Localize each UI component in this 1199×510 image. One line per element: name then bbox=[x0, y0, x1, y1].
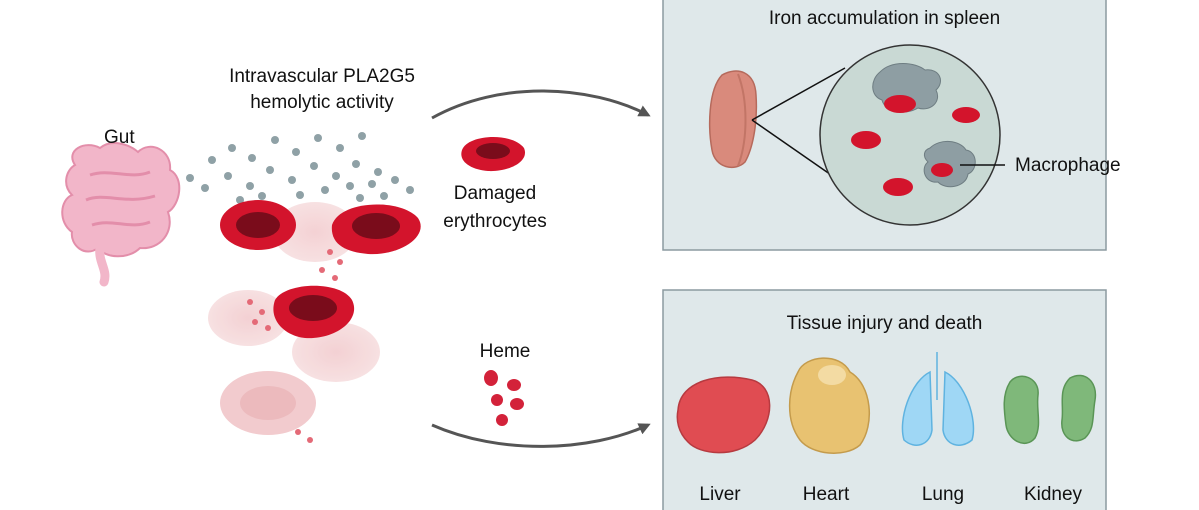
organ-label-kidney: Kidney bbox=[1023, 484, 1083, 505]
pla2g5-particle bbox=[368, 180, 376, 188]
pla2g5-particle bbox=[258, 192, 266, 200]
arrow-to-spleen bbox=[431, 89, 651, 120]
pla2g5-particle bbox=[391, 176, 399, 184]
spleen-panel-title: Iron accumulation in spleen bbox=[768, 8, 1001, 29]
kidney-illustration bbox=[1003, 374, 1097, 444]
damaged-label-line1: Damaged bbox=[453, 183, 537, 204]
pla2g5-particle bbox=[224, 172, 232, 180]
pla2g5-particle bbox=[352, 160, 360, 168]
spleen-illustration bbox=[708, 70, 758, 169]
pla2g5-particle bbox=[406, 186, 414, 194]
rbc-fragment bbox=[247, 299, 253, 305]
pla2g5-particle bbox=[346, 182, 354, 190]
macrophage-label: Macrophage bbox=[1015, 155, 1121, 176]
pla2g5-particle bbox=[288, 176, 296, 184]
rbc-fragment bbox=[337, 259, 343, 265]
lung-illustration bbox=[901, 352, 975, 446]
organ-label-liver: Liver bbox=[699, 484, 741, 505]
damaged-label-line2: erythrocytes bbox=[443, 211, 547, 232]
pla2g5-particle bbox=[310, 162, 318, 170]
pla2g5-particle bbox=[336, 144, 344, 152]
heme-label: Heme bbox=[479, 341, 531, 362]
pla2g5-particle bbox=[236, 196, 244, 204]
pla2g5-particle bbox=[374, 168, 382, 176]
pla2g5-particle bbox=[186, 174, 194, 182]
pla2g5-particle bbox=[356, 194, 364, 202]
heme-droplets bbox=[484, 370, 524, 426]
pla2g5-particle bbox=[321, 186, 329, 194]
pla2g5-particle bbox=[292, 148, 300, 156]
rbc-fragment bbox=[259, 309, 265, 315]
rbc-fragment bbox=[332, 275, 338, 281]
gut-illustration bbox=[61, 142, 181, 287]
gut-label: Gut bbox=[104, 127, 135, 148]
erythrocytes bbox=[220, 200, 421, 339]
damaged-erythrocyte-icon bbox=[461, 136, 526, 172]
pla2g5-particle bbox=[208, 156, 216, 164]
pla2g5-particle bbox=[228, 144, 236, 152]
zoom-line-top bbox=[751, 67, 846, 121]
pla2g5-particle bbox=[380, 192, 388, 200]
rbc-fragment bbox=[265, 325, 271, 331]
rbc-fragment bbox=[295, 429, 301, 435]
rbc-fragment bbox=[252, 319, 258, 325]
liver-illustration bbox=[676, 376, 771, 454]
pla2g5-label-line2: hemolytic activity bbox=[250, 92, 394, 113]
pla2g5-particle bbox=[266, 166, 274, 174]
pla2g5-label-line1: Intravascular PLA2G5 bbox=[229, 66, 415, 87]
rbc-fragments bbox=[247, 249, 343, 443]
heart-illustration bbox=[788, 357, 871, 454]
pla2g5-particle bbox=[248, 154, 256, 162]
organ-label-heart: Heart bbox=[802, 484, 850, 505]
pla2g5-particle bbox=[314, 134, 322, 142]
tissue-panel-title: Tissue injury and death bbox=[786, 313, 983, 334]
rbc-fragment bbox=[319, 267, 325, 273]
rbc-fragment bbox=[327, 249, 333, 255]
pla2g5-particle bbox=[246, 182, 254, 190]
pla2g5-particle bbox=[271, 136, 279, 144]
pla2g5-particle bbox=[296, 191, 304, 199]
arrow-to-tissue bbox=[431, 423, 651, 448]
rbc-fragment bbox=[307, 437, 313, 443]
pla2g5-particle bbox=[201, 184, 209, 192]
pla2g5-particle bbox=[332, 172, 340, 180]
pla2g5-particles bbox=[186, 132, 414, 204]
spleen-erythrocytes bbox=[851, 95, 980, 196]
pla2g5-particle bbox=[358, 132, 366, 140]
organ-label-lung: Lung bbox=[921, 484, 965, 505]
